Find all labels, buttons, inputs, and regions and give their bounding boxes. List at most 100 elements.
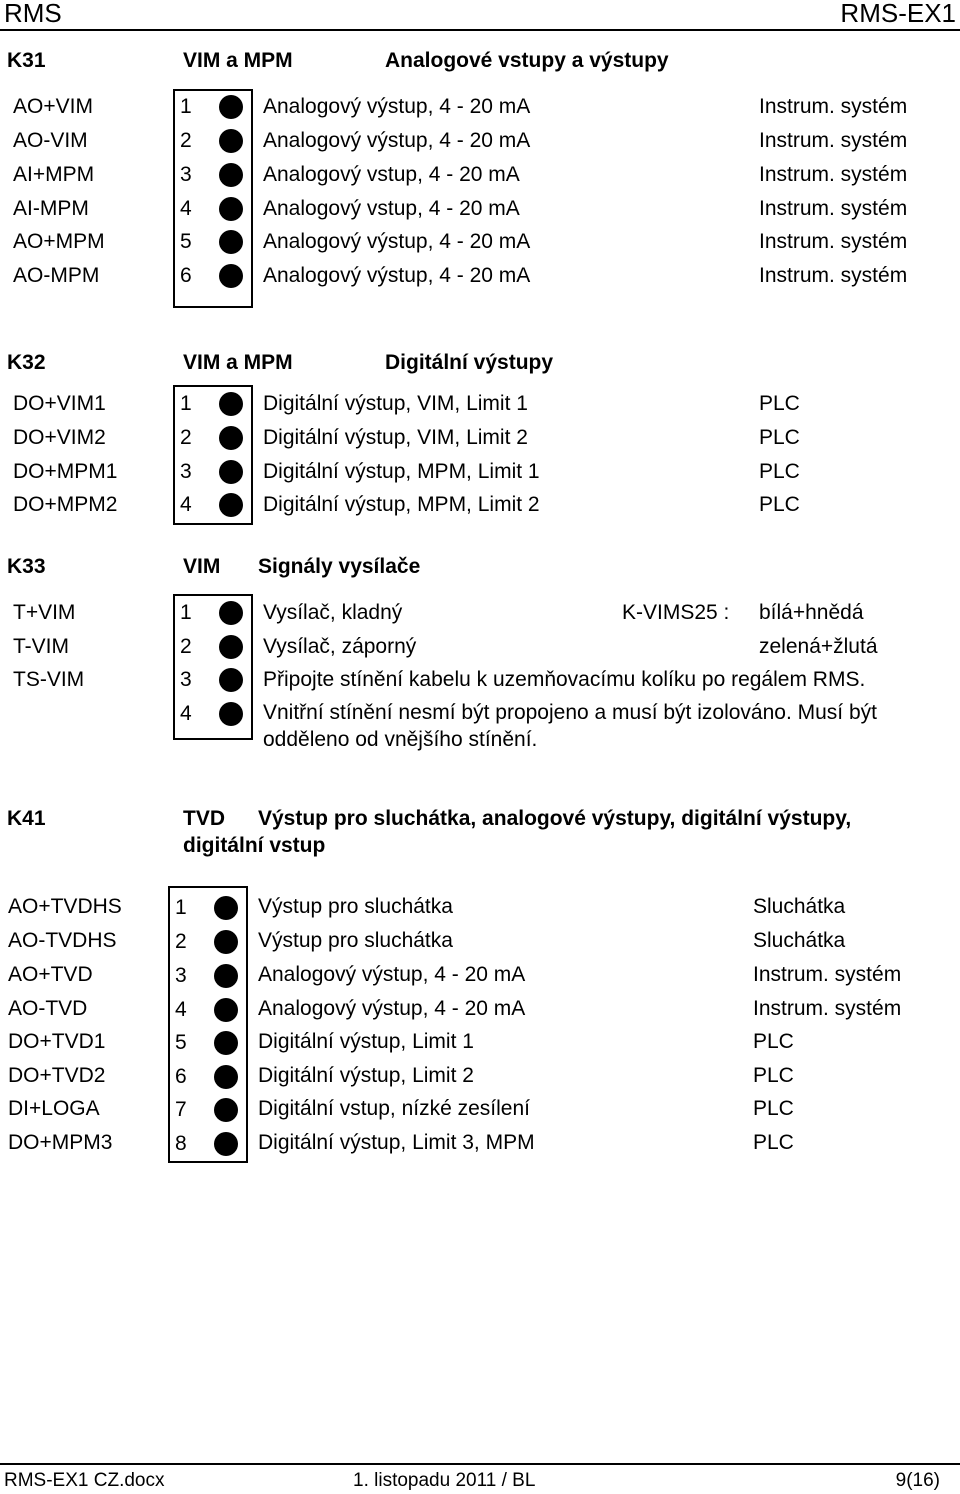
k31-signal: AI+MPM <box>13 163 95 186</box>
k31-signal: AO-MPM <box>13 264 100 287</box>
k31-pin: 2 <box>180 129 192 152</box>
k31-desc: Analogový výstup, 4 - 20 mA <box>263 264 531 287</box>
pin-dot-icon <box>219 230 243 254</box>
k32-title: Digitální výstupy <box>385 351 554 374</box>
k41-code: K41 <box>7 807 46 830</box>
k41-signal: DO+TVD1 <box>8 1030 106 1053</box>
k31-connector-block <box>173 89 253 308</box>
k31-target: Instrum. systém <box>759 230 908 253</box>
k41-target: Sluchátka <box>753 895 846 918</box>
k31-pin: 3 <box>180 163 192 186</box>
k41-desc: Digitální vstup, nízké zesílení <box>258 1097 530 1120</box>
k41-signal: AO+TVD <box>8 963 93 986</box>
k33-cable: K-VIMS25 : <box>622 601 730 624</box>
k31-pin: 1 <box>180 95 192 118</box>
k31-target: Instrum. systém <box>759 163 908 186</box>
footer-rule <box>0 1463 960 1465</box>
k31-target: Instrum. systém <box>759 197 908 220</box>
k41-target: PLC <box>753 1131 794 1154</box>
k41-desc: Výstup pro sluchátka <box>258 929 453 952</box>
k41-signal: DI+LOGA <box>8 1097 100 1120</box>
k31-signal: AO+VIM <box>13 95 93 118</box>
header-left: RMS <box>4 0 62 28</box>
k33-pin: 2 <box>180 635 192 658</box>
k32-target: PLC <box>759 493 800 516</box>
k32-code: K32 <box>7 351 46 374</box>
k33-title: Signály vysílače <box>258 555 421 578</box>
k31-desc: Analogový výstup, 4 - 20 mA <box>263 230 531 253</box>
pin-dot-icon <box>214 1132 238 1156</box>
k32-desc: Digitální výstup, VIM, Limit 2 <box>263 426 528 449</box>
k32-pin: 1 <box>180 392 192 415</box>
k33-target: zelená+žlutá <box>759 635 878 658</box>
k31-target: Instrum. systém <box>759 264 908 287</box>
k31-desc: Analogový vstup, 4 - 20 mA <box>263 197 520 220</box>
pin-dot-icon <box>214 964 238 988</box>
pin-dot-icon <box>219 702 243 726</box>
k31-signal: AI-MPM <box>13 197 89 220</box>
k33-pin: 3 <box>180 668 192 691</box>
k32-target: PLC <box>759 392 800 415</box>
k31-desc: Analogový výstup, 4 - 20 mA <box>263 129 531 152</box>
k31-pin: 5 <box>180 230 192 253</box>
k41-unit: TVD <box>183 807 225 830</box>
k41-pin: 8 <box>175 1132 187 1155</box>
k41-pin: 3 <box>175 964 187 987</box>
k33-desc: Vnitřní stínění nesmí být propojeno a mu… <box>263 701 877 751</box>
k32-signal: DO+MPM2 <box>13 493 118 516</box>
k32-pin: 4 <box>180 493 192 516</box>
k33-pin: 1 <box>180 601 192 624</box>
k31-pin: 6 <box>180 264 192 287</box>
k41-desc: Digitální výstup, Limit 3, MPM <box>258 1131 535 1154</box>
k32-signal: DO+VIM1 <box>13 392 106 415</box>
footer-date: 1. listopadu 2011 / BL <box>353 1470 536 1491</box>
pin-dot-icon <box>219 601 243 625</box>
k41-pin: 4 <box>175 998 187 1021</box>
k33-pin: 4 <box>180 702 192 725</box>
k41-signal: AO-TVDHS <box>8 929 117 952</box>
k32-desc: Digitální výstup, MPM, Limit 1 <box>263 460 540 483</box>
k41-signal: DO+TVD2 <box>8 1064 106 1087</box>
k41-signal: DO+MPM3 <box>8 1131 113 1154</box>
k41-pin: 7 <box>175 1098 187 1121</box>
k32-pin: 2 <box>180 426 192 449</box>
k31-title: Analogové vstupy a výstupy <box>385 49 669 72</box>
k32-desc: Digitální výstup, MPM, Limit 2 <box>263 493 540 516</box>
k41-signal: AO+TVDHS <box>8 895 122 918</box>
k32-unit: VIM a MPM <box>183 351 293 374</box>
pin-dot-icon <box>219 635 243 659</box>
pin-dot-icon <box>219 460 243 484</box>
pin-dot-icon <box>214 1065 238 1089</box>
k33-unit: VIM <box>183 555 221 578</box>
k33-code: K33 <box>7 555 46 578</box>
k33-signal: T-VIM <box>13 635 69 658</box>
k41-target: Sluchátka <box>753 929 846 952</box>
k41-pin: 2 <box>175 930 187 953</box>
k41-pin: 5 <box>175 1031 187 1054</box>
k33-signal: TS-VIM <box>13 668 85 691</box>
pin-dot-icon <box>219 95 243 119</box>
k31-desc: Analogový vstup, 4 - 20 mA <box>263 163 520 186</box>
k32-signal: DO+VIM2 <box>13 426 106 449</box>
k33-desc: Vysílač, záporný <box>263 635 417 658</box>
k41-title-continued: digitální vstup <box>183 834 326 857</box>
k41-signal: AO-TVD <box>8 997 88 1020</box>
k41-target: PLC <box>753 1030 794 1053</box>
pin-dot-icon <box>219 197 243 221</box>
k32-target: PLC <box>759 460 800 483</box>
pin-dot-icon <box>214 896 238 920</box>
k31-signal: AO-VIM <box>13 129 88 152</box>
k33-desc: Vysílač, kladný <box>263 601 403 624</box>
k31-unit: VIM a MPM <box>183 49 293 72</box>
k41-pin: 6 <box>175 1065 187 1088</box>
footer-page-number: 9(16) <box>895 1470 940 1491</box>
pin-dot-icon <box>219 163 243 187</box>
k31-target: Instrum. systém <box>759 129 908 152</box>
pin-dot-icon <box>214 930 238 954</box>
pin-dot-icon <box>214 1098 238 1122</box>
k41-desc: Výstup pro sluchátka <box>258 895 453 918</box>
pin-dot-icon <box>214 1031 238 1055</box>
k33-desc: Připojte stínění kabelu k uzemňovacímu k… <box>263 668 866 691</box>
pin-dot-icon <box>214 998 238 1022</box>
k41-desc: Analogový výstup, 4 - 20 mA <box>258 997 526 1020</box>
